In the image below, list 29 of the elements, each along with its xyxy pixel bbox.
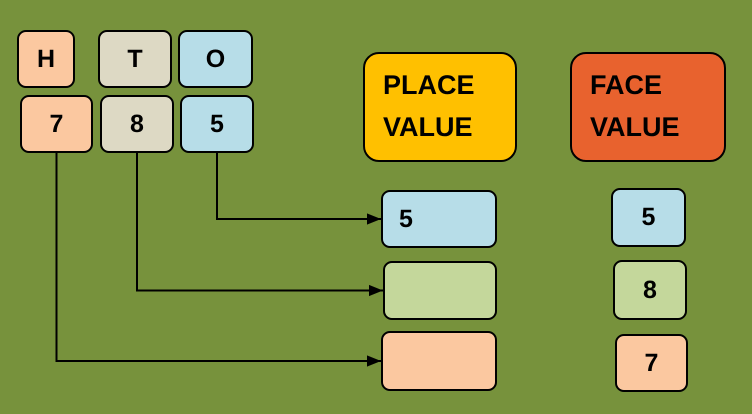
heading-box [363,52,517,162]
heading-box [570,52,726,162]
digit-box [100,95,174,153]
digit-box [180,95,254,153]
arrow [56,153,381,367]
digit-box [17,30,75,88]
heading-text: FACE VALUE [590,69,681,144]
digit-box [613,260,687,320]
digit-box [611,188,686,247]
arrow [136,153,383,296]
digit-label: 8 [643,276,657,304]
digit-box [20,95,93,153]
digit-label: 5 [642,203,656,232]
digit-label: H [36,44,56,74]
empty-box [381,331,497,391]
digit-label: O [206,44,226,74]
empty-box [383,261,497,320]
digit-label: 8 [130,110,144,138]
digit-label: 5 [399,204,413,234]
digit-label: T [127,44,143,74]
digit-label: 7 [50,110,64,138]
arrow [216,153,381,225]
digit-box [178,30,253,88]
digit-label: 7 [644,348,658,378]
digit-box [381,190,497,248]
digit-label: 5 [210,110,224,138]
digit-box [98,30,172,88]
digit-box [615,334,688,392]
heading-text: PLACE VALUE [383,69,476,144]
